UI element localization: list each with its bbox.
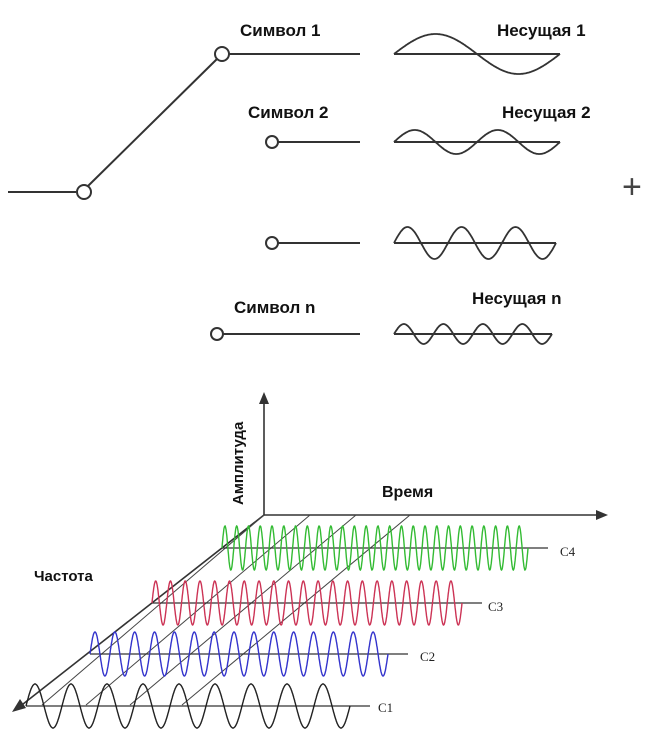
carrier-wave-1 [393,33,561,75]
time-axis-label: Время [382,484,433,501]
time-axis-arrow [596,510,608,520]
carrier-c2-label: C2 [420,649,435,664]
frequency-axis-label: Частота [34,568,94,585]
carrier-3d-wave-c4 [221,525,529,571]
carrier-3d-wave-c1 [25,683,351,729]
frequency-axis-arrow [12,699,26,712]
switch-arm [87,57,219,187]
grid-diagonal-4 [181,514,411,706]
carrier-c3-label: C3 [488,599,503,614]
frequency-axis [17,514,265,709]
carrier-waves-3d [25,525,548,729]
carrier-3d-wave-c2 [89,631,389,677]
carrier-2-label: Несущая 2 [502,103,591,122]
carrier-n-label: Несущая n [472,289,561,308]
time-grid-diagonals [41,514,411,706]
carrier-3d-wave-c3 [151,580,463,626]
carrier-wave-4 [393,323,553,345]
symbol-2-label: Символ 2 [248,103,328,122]
grid-diagonal-1 [41,514,265,706]
symbol-n-label: Символ n [234,298,315,317]
grid-diagonal-3 [129,514,357,706]
terminal-1 [214,46,230,62]
switch-pivot-terminal [76,184,92,200]
carrier-1-label: Несущая 1 [497,21,586,40]
terminal-n [210,327,224,341]
carrier-c4-label: C4 [560,544,576,559]
carrier-wave-3 [393,226,557,260]
symbol-switch-diagram: Символ 1 Несущая 1 Символ 2 Несущая 2 Си… [8,21,642,345]
grid-diagonal-2 [85,514,311,706]
top-carrier-waves [393,33,561,345]
terminal-2 [265,135,279,149]
symbol-1-label: Символ 1 [240,21,320,40]
sum-sign: + [622,168,642,206]
carrier-wave-2 [393,129,561,155]
amplitude-axis-arrow [259,392,269,404]
carrier-c1-label: C1 [378,700,393,715]
terminal-3 [265,236,279,250]
amplitude-axis-label: Амплитуда [230,421,247,505]
frequency-time-diagram: Амплитуда Время Частота C4 C3 C2 C1 [12,392,608,729]
